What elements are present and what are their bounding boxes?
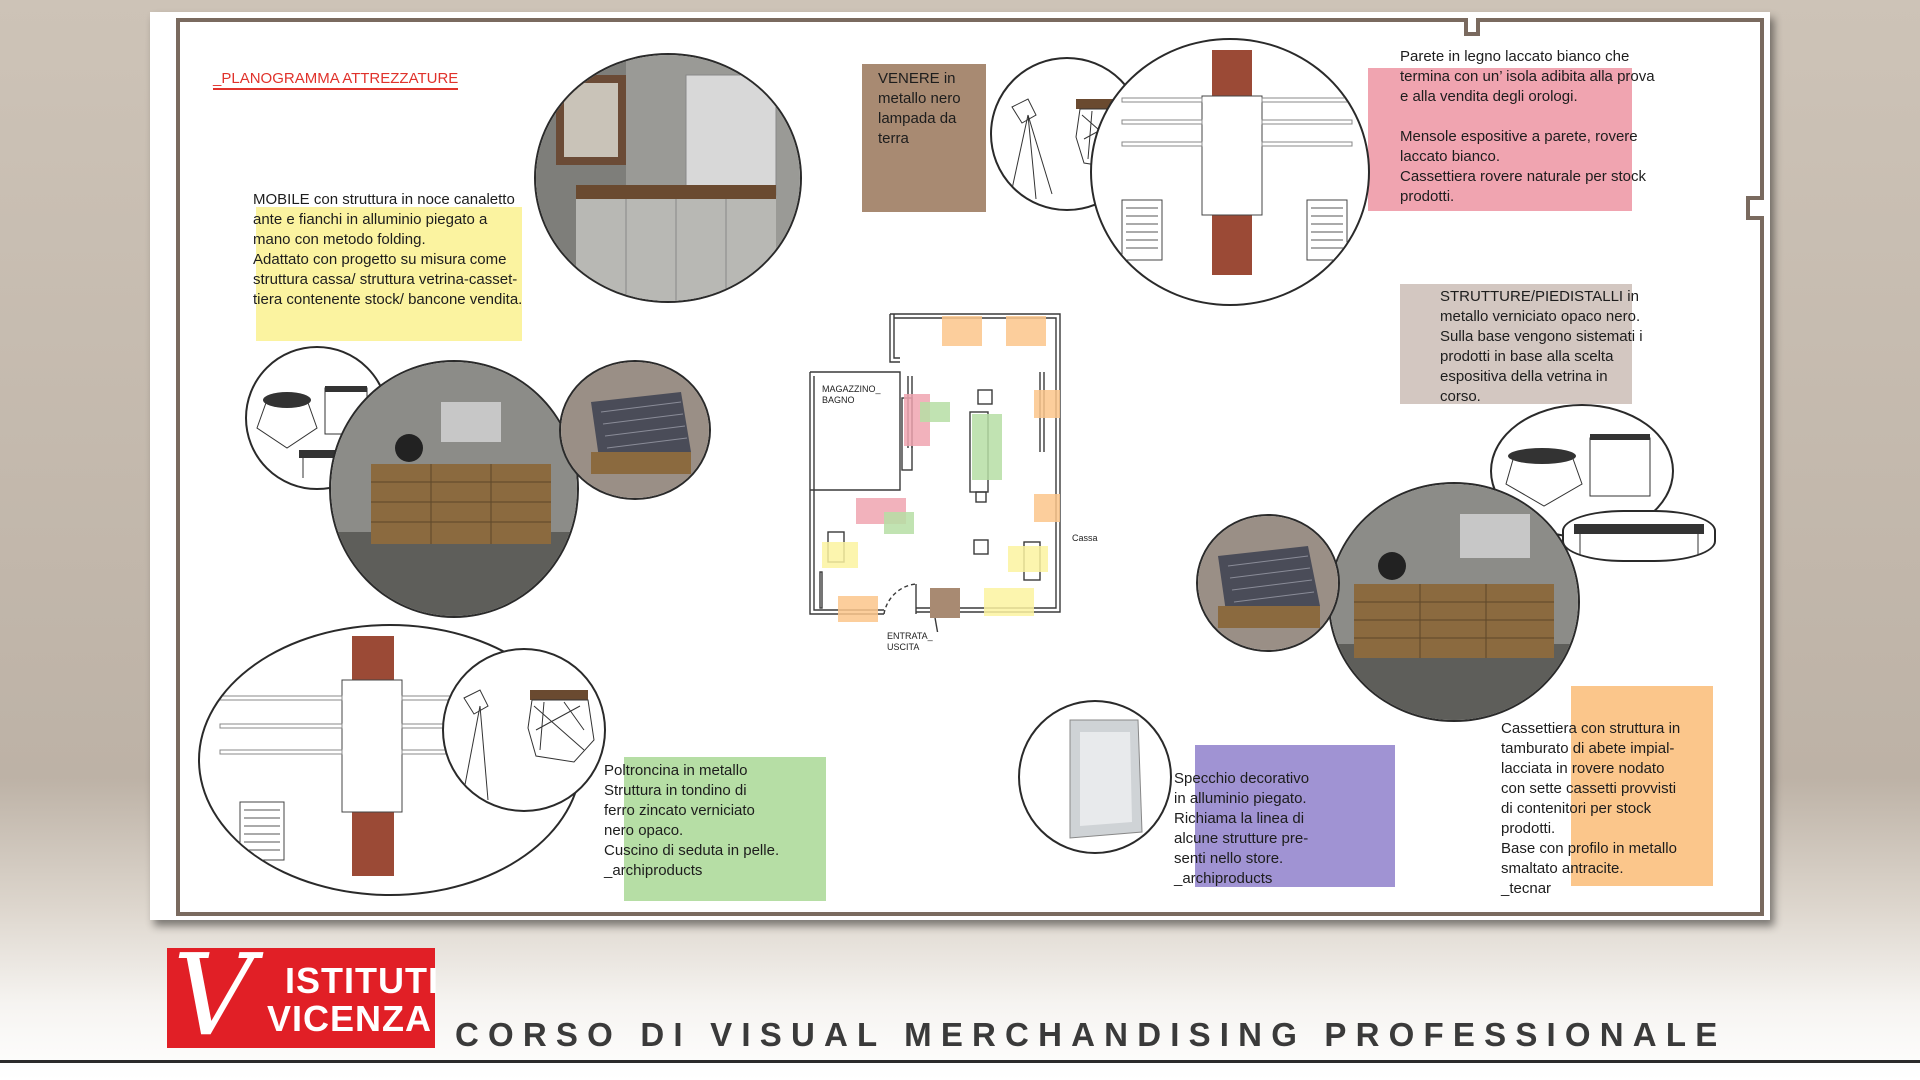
note-bg-venere (862, 64, 986, 212)
istituti-vicenza-logo: V ISTITUTI VICENZA (167, 940, 438, 1052)
cassettiera-right-circle (1328, 482, 1580, 722)
logo-line2: VICENZA (267, 998, 433, 1039)
note-cassettiera: Cassettiera con struttura in tamburato d… (1501, 720, 1681, 897)
note-bg-poltroncina (624, 757, 826, 901)
note-specchio: Specchio decorativo in alluminio piegato… (1174, 770, 1310, 887)
note-bg-parete (1368, 68, 1632, 211)
drawer-left-circle (559, 360, 711, 500)
note-bg-specchio (1195, 745, 1395, 887)
note-venere: VENERE in metallo nero lampada da terra (878, 70, 961, 147)
footer-divider (0, 1060, 1920, 1063)
rack-right-circle (1562, 510, 1716, 562)
drawer-right-circle (1196, 514, 1340, 652)
page-title: _PLANOGRAMMA ATTREZZATURE (213, 70, 459, 90)
drawer-illustration-2 (1198, 516, 1338, 650)
plan-label-entrata: ENTRATA_ USCITA (887, 631, 933, 652)
note-bg-mobile (256, 207, 522, 341)
mobile-photo-circle (534, 53, 802, 303)
mobile-illustration (536, 55, 800, 301)
logo-v-mark: V (173, 931, 254, 1061)
pedestal-illustration-2 (1505, 434, 1651, 507)
note-poltroncina: Poltroncina in metallo Struttura in tond… (604, 762, 780, 879)
course-title: CORSO DI VISUAL MERCHANDISING PROFESSION… (455, 1016, 1727, 1053)
cassettiera-left-circle (329, 360, 579, 618)
logo-line1: ISTITUTI (285, 960, 439, 1001)
chair-illustration (463, 689, 595, 801)
parete-circle (1090, 38, 1370, 306)
wall-illustration (1121, 50, 1353, 275)
dresser-illustration (331, 362, 577, 616)
specchio-circle (1018, 700, 1172, 854)
floor-plan (809, 313, 1061, 632)
note-bg-cassettiera (1571, 686, 1713, 886)
mirror-illustration (1069, 719, 1143, 839)
note-parete: Parete in legno laccato bianco che termi… (1400, 48, 1655, 205)
plan-label-magazzino: MAGAZZINO_ BAGNO (822, 384, 881, 405)
dresser-illustration-2 (1330, 484, 1578, 720)
slide-sheet: _PLANOGRAMMA ATTREZZATURE (150, 12, 1770, 920)
sheet-border (176, 18, 1764, 916)
pedestal-illustration (256, 386, 368, 478)
note-mobile: MOBILE con struttura in noce canaletto a… (253, 191, 523, 308)
plan-label-cassa: Cassa (1072, 533, 1098, 543)
note-strutture: STRUTTURE/PIEDISTALLI in metallo vernici… (1440, 288, 1643, 405)
plan-markers (822, 316, 1060, 622)
poltroncina-circle (442, 648, 606, 812)
drawer-illustration (561, 362, 709, 498)
note-bg-strutture (1400, 284, 1632, 404)
bench-illustration (1574, 524, 1704, 556)
